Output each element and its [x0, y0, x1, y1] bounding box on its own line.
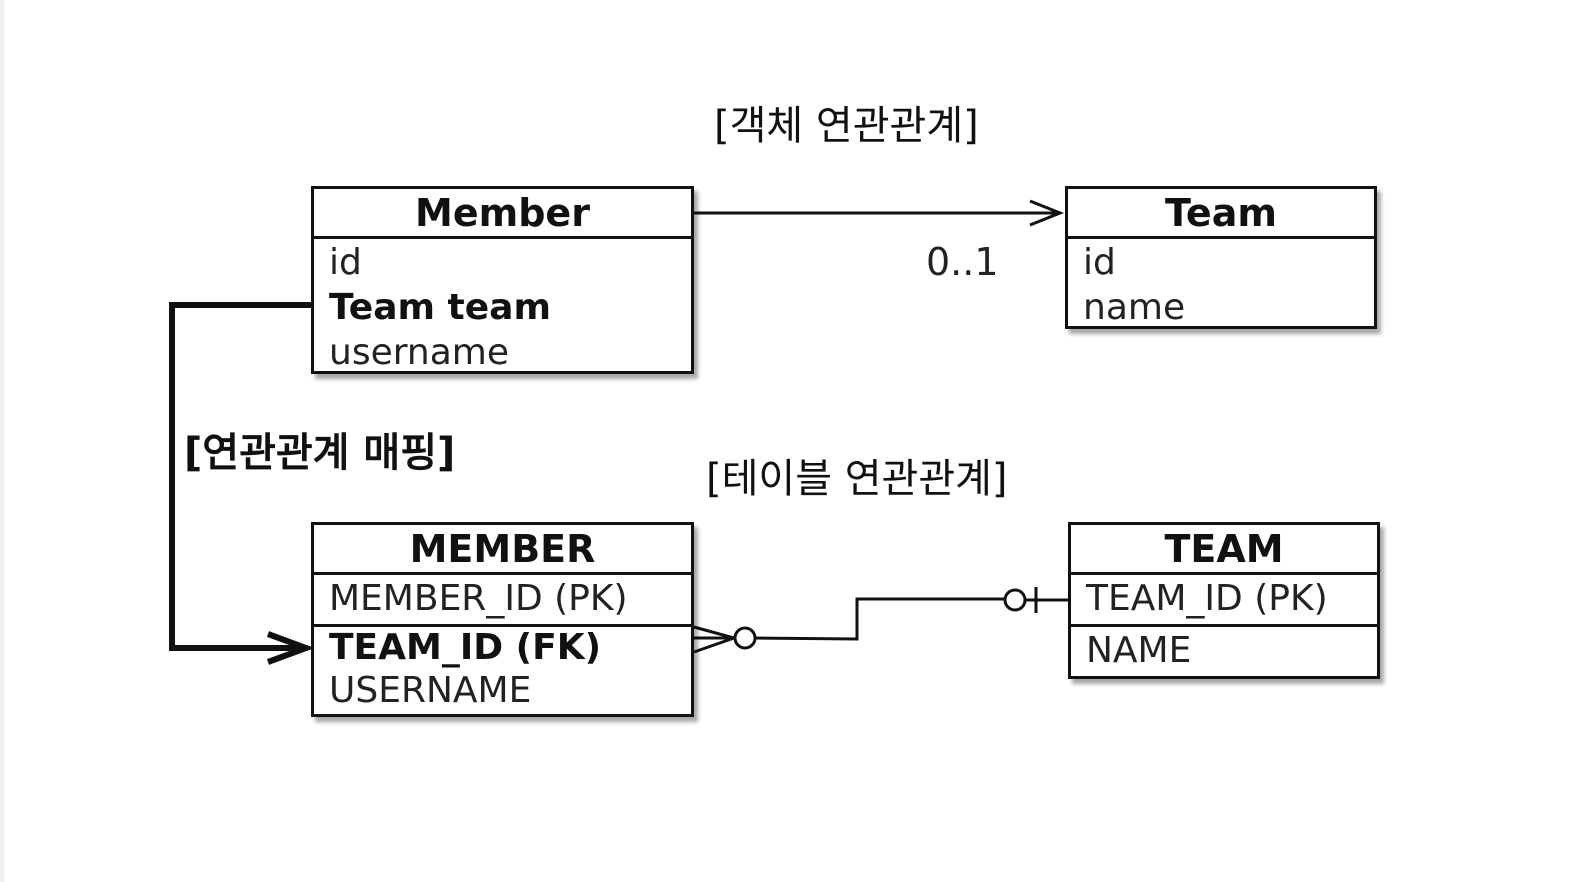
member-class-fields: id Team team username [314, 239, 691, 375]
member-field-username: username [329, 332, 509, 373]
team-field-name: name [1083, 287, 1186, 328]
association-multiplicity: 0..1 [926, 240, 999, 284]
team-class-fields: id name [1068, 239, 1374, 330]
team-column-name: NAME [1086, 630, 1192, 671]
member-table-title: MEMBER [314, 525, 691, 575]
member-field-team: Team team [329, 287, 551, 328]
table-relationship-line [693, 587, 1068, 654]
member-column-pk: MEMBER_ID (PK) [329, 578, 628, 619]
member-class-box: Member id Team team username [311, 186, 694, 374]
member-column-username: USERNAME [329, 670, 532, 711]
page-edge [0, 0, 4, 882]
team-table-pk-section: TEAM_ID (PK) [1071, 575, 1377, 627]
team-table-title: TEAM [1071, 525, 1377, 575]
team-table-columns: NAME [1071, 627, 1377, 675]
object-relation-caption: [객체 연관관계] [714, 103, 979, 149]
mapping-caption: [연관관계 매핑] [184, 430, 456, 476]
member-table-box: MEMBER MEMBER_ID (PK) TEAM_ID (FK) USERN… [311, 522, 694, 717]
member-class-title: Member [314, 189, 691, 239]
member-table-pk-section: MEMBER_ID (PK) [314, 575, 691, 627]
team-class-box: Team id name [1065, 186, 1377, 329]
team-table-box: TEAM TEAM_ID (PK) NAME [1068, 522, 1380, 679]
team-column-pk: TEAM_ID (PK) [1086, 578, 1328, 619]
team-field-id: id [1083, 242, 1116, 283]
member-field-id: id [329, 242, 362, 283]
member-table-columns: TEAM_ID (FK) USERNAME [314, 627, 691, 713]
object-association-arrow [694, 199, 1065, 227]
mapping-arrow [169, 302, 315, 665]
member-column-fk: TEAM_ID (FK) [329, 627, 602, 668]
team-class-title: Team [1068, 189, 1374, 239]
table-relation-caption: [테이블 연관관계] [706, 456, 1008, 502]
